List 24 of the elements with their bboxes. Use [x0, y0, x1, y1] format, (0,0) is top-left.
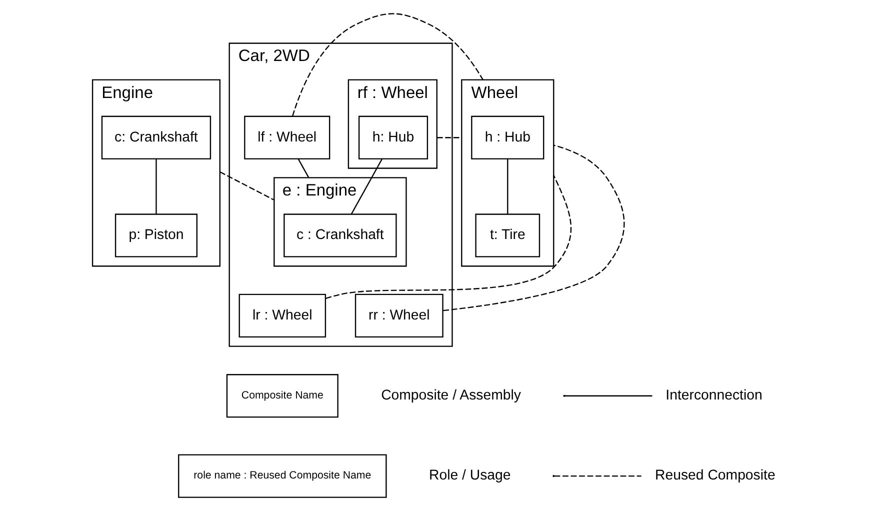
connector	[436, 136, 462, 138]
connector	[350, 158, 383, 214]
node-box: c : Crankshaft	[284, 213, 397, 257]
connector	[298, 158, 310, 178]
node-box: Composite Name	[226, 374, 338, 418]
node-box: h: Hub	[358, 115, 428, 159]
node-label: Role / Usage	[429, 466, 511, 482]
node-label: Composite / Assembly	[381, 386, 521, 402]
connector	[292, 12, 484, 116]
connector	[507, 158, 508, 214]
connector	[220, 170, 274, 200]
node-box: c: Crankshaft	[101, 115, 212, 159]
node-box: h : Hub	[471, 115, 544, 159]
node-box: t: Tire	[475, 213, 540, 257]
node-box: lf : Wheel	[244, 115, 330, 159]
connector	[443, 144, 625, 311]
connector	[156, 158, 157, 214]
node-box: lr : Wheel	[238, 293, 326, 337]
legend-label: Reused Composite	[655, 466, 776, 482]
node-box: role name : Reused Composite Name	[178, 454, 387, 498]
node-box: rr : Wheel	[354, 293, 444, 337]
connector	[326, 174, 572, 298]
node-box: p: Piston	[114, 213, 198, 257]
legend-label: Interconnection	[666, 386, 762, 402]
